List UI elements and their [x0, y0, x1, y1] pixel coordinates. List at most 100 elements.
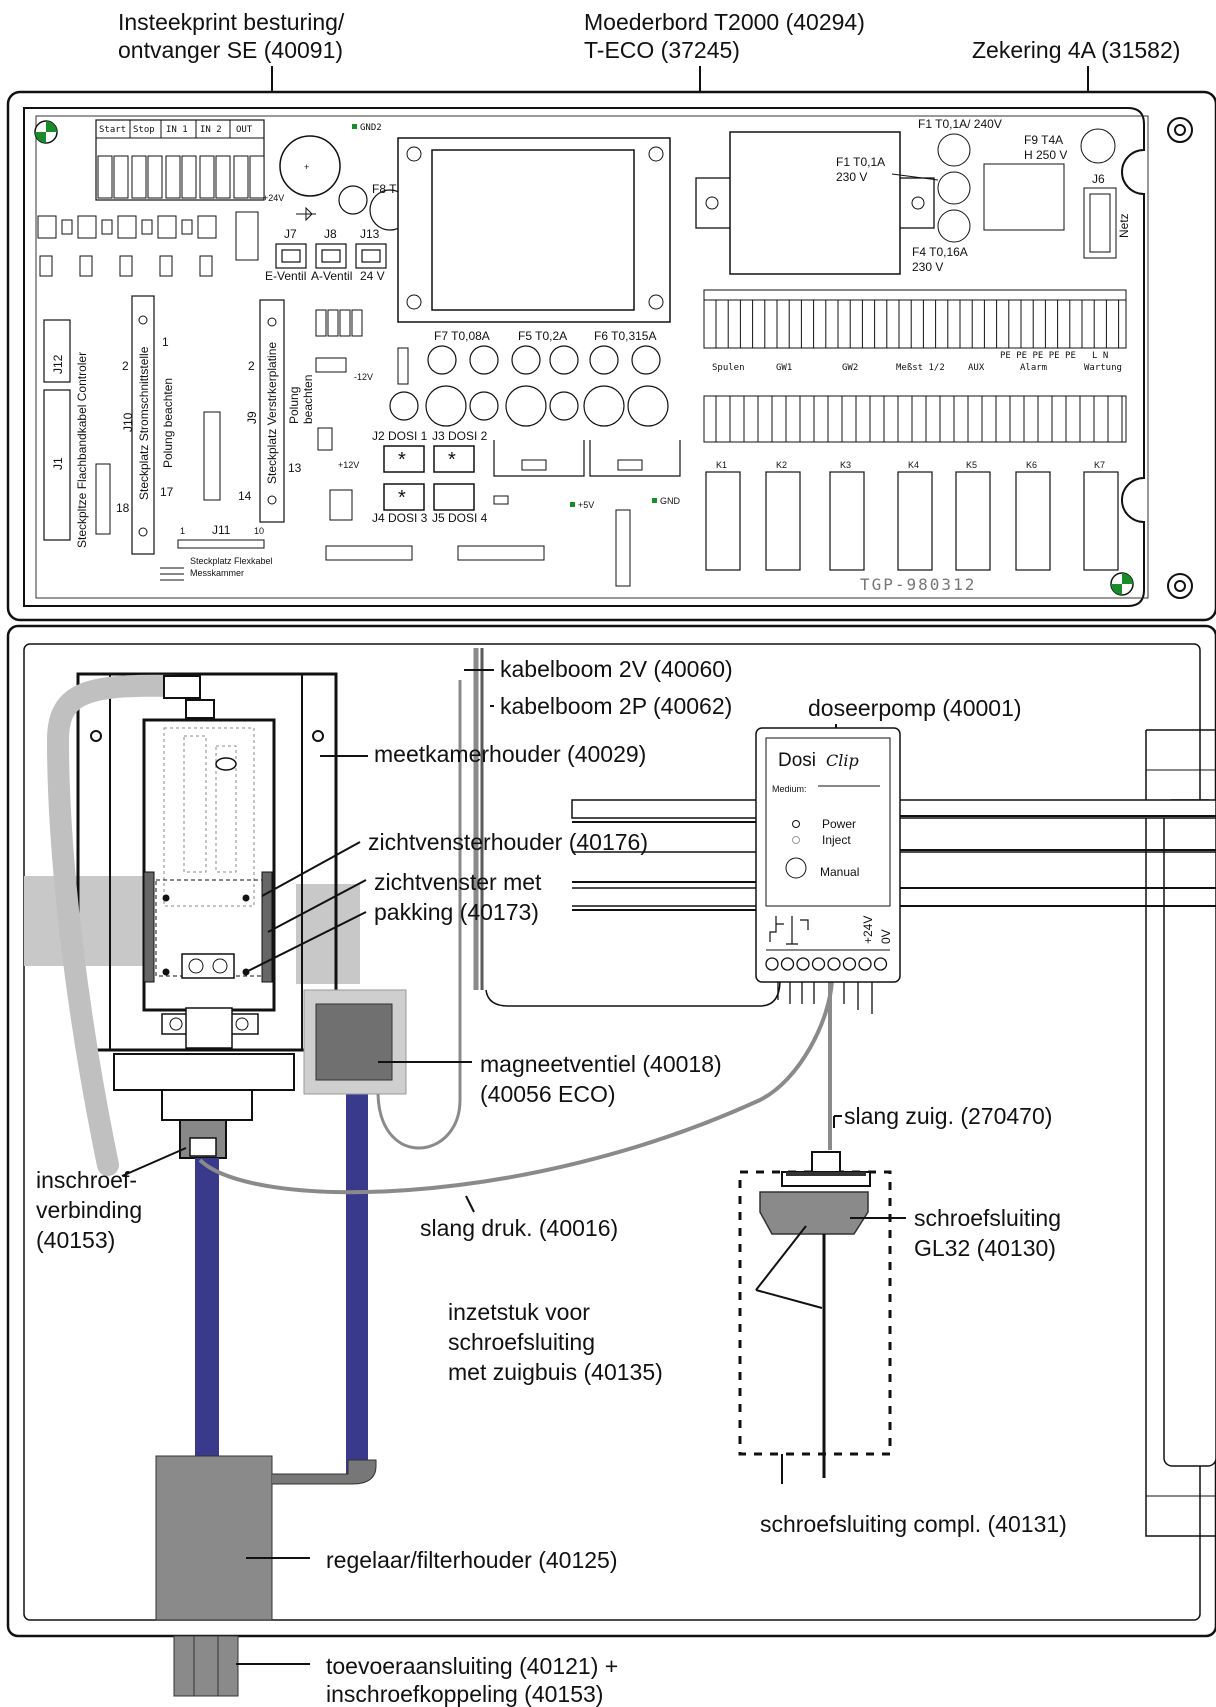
- pcb-label-f9-line2: H 250 V: [1024, 148, 1067, 162]
- svg-text:*: *: [448, 449, 456, 471]
- pcb-label-plus5v: +5V: [578, 500, 594, 510]
- pump-0v-label: 0V: [879, 929, 893, 944]
- connector-j10: [131, 295, 155, 555]
- pcb-label-j3-dosi2: J3 DOSI 2: [432, 429, 488, 443]
- pcb-label-f1-mid-line2: 230 V: [836, 170, 867, 184]
- callout-inzetstuk-line3: met zuigbuis (40135): [448, 1359, 663, 1385]
- pcb-label-minus12v: -12V: [354, 372, 373, 382]
- pcb-label-pin1: 1: [162, 335, 169, 349]
- pump-24v-label: +24V: [861, 916, 875, 944]
- relay-terminal-strip: [703, 289, 1127, 349]
- pipe-blue-right: [346, 1068, 368, 1478]
- pcb-label-24v: 24 V: [360, 269, 385, 283]
- mount-hole-top: [1167, 117, 1193, 143]
- pump-terminal-screw: [765, 957, 779, 971]
- connector-j7-j8-j13: [275, 243, 387, 269]
- callout-zichtvenster-line2: pakking (40173): [374, 899, 539, 925]
- callout-schroefsluiting-compl: schroefsluiting compl. (40131): [760, 1511, 1067, 1537]
- pcb-fuse-row: [389, 345, 669, 427]
- svg-text:+: +: [304, 162, 309, 172]
- solenoid-cable: [376, 680, 462, 1150]
- pressure-hose: [198, 979, 834, 1195]
- relay-label-k3: K3: [840, 460, 851, 470]
- pcb-label-pe: PE PE PE PE PE: [1000, 351, 1076, 361]
- pcb-label-j13: J13: [360, 227, 380, 241]
- pcb-label-j4-dosi3: J4 DOSI 3: [372, 511, 428, 525]
- pcb-label-j1: J1: [51, 457, 65, 470]
- relay-group-gw1: GW1: [776, 363, 792, 373]
- callout-kabelboom-2p: kabelboom 2P (40062): [500, 693, 732, 719]
- transformer-right: [695, 128, 1117, 275]
- pcb-label-j11-pin10: 10: [254, 526, 264, 536]
- pump-terminal-screw: [842, 957, 857, 971]
- relay-group-alarm: Alarm: [1020, 363, 1047, 373]
- connector-j9: [259, 299, 285, 523]
- pcb-label-gnd2: GND2: [360, 123, 382, 133]
- terminal-label-start: Start: [99, 125, 126, 135]
- pcb-label-flexkabel-line1: Steckplatz Flexkabel: [190, 556, 273, 566]
- mount-hole-bottom: [1167, 573, 1193, 599]
- dosing-pump: [755, 727, 901, 983]
- callout-insteekprint-line1: Insteekprint besturing/: [118, 9, 345, 35]
- pcb-label-pin14: 14: [238, 489, 252, 503]
- pcb-label-pin13: 13: [288, 461, 302, 475]
- svg-text:*: *: [398, 449, 406, 471]
- pcb-label-f1-top: F1 T0,1A/ 240V: [918, 117, 1002, 131]
- relay-label-k6: K6: [1026, 460, 1037, 470]
- pcb-label-f4-line1: F4 T0,16A: [912, 245, 968, 259]
- relay-label-k2: K2: [776, 460, 787, 470]
- callout-inschroef-line2: verbinding: [36, 1197, 142, 1223]
- pump-terminal-screw: [780, 957, 795, 971]
- measuring-chamber: [142, 718, 276, 1049]
- base-plate: [113, 1053, 295, 1091]
- pcb-board-id: TGP-980312: [860, 575, 976, 594]
- connector-dosi-group: * * *: [383, 445, 475, 511]
- relay-label-k4: K4: [908, 460, 919, 470]
- pcb-label-j2-dosi1: J2 DOSI 1: [372, 429, 428, 443]
- relay-group-spulen: Spulen: [712, 363, 745, 373]
- pcb-inner-border: [35, 115, 1149, 599]
- callout-magneetventiel-line2: (40056 ECO): [480, 1081, 616, 1107]
- callout-meetkamerhouder: meetkamerhouder (40029): [374, 741, 646, 767]
- pump-terminal-screw: [873, 957, 888, 971]
- pcb-label-f9-line1: F9 T4A: [1024, 133, 1063, 147]
- relay-group-gw2: GW2: [842, 363, 858, 373]
- pcb-label-f4-line2: 230 V: [912, 260, 943, 274]
- relay-group-aux: AUX: [968, 363, 985, 373]
- pipe-blue-left: [195, 1158, 219, 1458]
- pcb-label-j11: J11: [212, 523, 231, 537]
- callout-toevoer-line1: toevoeraansluiting (40121) +: [326, 1653, 618, 1679]
- callout-zichtvenster-line1: zichtvenster met: [374, 869, 542, 895]
- pump-terminal-screw: [858, 957, 872, 971]
- pcb-label-f7: F7 T0,08A: [434, 329, 490, 343]
- callout-doseerpomp: doseerpomp (40001): [808, 695, 1022, 721]
- pcb-label-ln: L N: [1092, 351, 1108, 361]
- pump-brand: Dosi: [778, 750, 816, 771]
- pcb-label-a-ventil: A-Ventil: [311, 269, 352, 283]
- relay-label-k1: K1: [716, 460, 727, 470]
- callout-zekering: Zekering 4A (31582): [972, 37, 1180, 63]
- pcb-label-flachband: Steckpltze Flachbandkabel Controler: [75, 352, 89, 548]
- pcb-label-verstaerker: Steckplatz Verstrkerplatine: [265, 342, 279, 484]
- pcb-label-netz: Netz: [1117, 213, 1131, 238]
- connector-j12: [43, 319, 71, 383]
- pcb-label-f1-mid-line1: F1 T0,1A: [836, 155, 885, 169]
- callout-schroefsluiting-line2: GL32 (40130): [914, 1235, 1056, 1261]
- bracket-left: [24, 876, 156, 966]
- pump-medium: Medium:: [772, 784, 807, 794]
- solenoid-valve: [315, 1003, 393, 1081]
- terminal-label-in1: IN 1: [166, 125, 188, 135]
- pump-terminal-screw: [811, 957, 826, 971]
- pcb-label-pin2: 2: [122, 359, 129, 373]
- callout-toevoer-line2: inschroefkoppeling (40153): [326, 1681, 603, 1707]
- pcb-label-j9: J9: [245, 411, 259, 424]
- callout-inzetstuk-line1: inzetstuk voor: [448, 1299, 590, 1325]
- relay-label-k5: K5: [966, 460, 977, 470]
- pcb-label-pin18: 18: [116, 501, 130, 515]
- callout-slang-druk: slang druk. (40016): [420, 1215, 618, 1241]
- relay-bodies: [705, 471, 1119, 571]
- connector-j1: [43, 389, 71, 541]
- terminal-label-stop: Stop: [133, 125, 155, 135]
- pcb-resistor-row: [37, 211, 259, 277]
- terminal-label-out: OUT: [236, 125, 253, 135]
